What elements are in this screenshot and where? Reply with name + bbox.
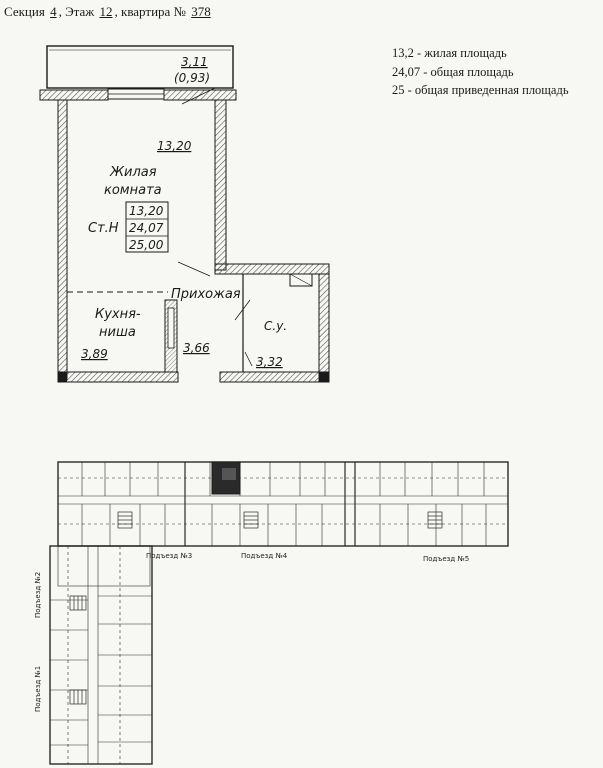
room-name-line1: Жилая: [109, 165, 157, 180]
building-floorplan: [49, 461, 509, 765]
legend-total: 24,07 - общая площадь: [392, 64, 514, 79]
right-wall-room: [214, 99, 227, 271]
entrance-4-label: Подъезд №4: [241, 552, 288, 560]
stn-label: Ст.Н: [88, 221, 119, 236]
floor-value: 12: [99, 4, 113, 19]
entrance-5-label: Подъезд №5: [423, 555, 469, 563]
hall-name: Прихожая: [171, 287, 241, 302]
section-value: 4: [50, 4, 57, 19]
kitchen-line1: Кухня-: [95, 307, 141, 322]
wc-area: 3,32: [256, 355, 283, 369]
kitchen-line2: ниша: [99, 325, 136, 340]
apartment-value: 378: [191, 4, 211, 19]
stn-total: 24,07: [129, 221, 164, 235]
entrance-labels: Подъезд №3 Подъезд №4 Подъезд №5 Подъезд…: [34, 552, 469, 712]
section-label: Секция: [4, 4, 45, 19]
legend-living: 13,2 - жилая площадь: [392, 46, 507, 60]
legend-reduced: 25 - общая приведенная площадь: [392, 83, 569, 97]
balcony-reduced: (0,93): [174, 71, 210, 85]
bath-right-wall: [318, 273, 330, 383]
kitchen-area: 3,89: [81, 347, 108, 361]
bottom-wall-right: [219, 371, 330, 383]
entrance-2-label: Подъезд №2: [34, 572, 42, 618]
stn-box: [125, 201, 169, 253]
entrance-3-label: Подъезд №3: [146, 552, 192, 560]
room-name-line2: комната: [104, 183, 162, 198]
stair-cores: [69, 511, 443, 705]
apartment-plan: [39, 45, 330, 383]
apartment-header: Секция 4, Этаж 12, квартира № 378: [4, 4, 211, 19]
apartment-label: квартира №: [121, 4, 186, 19]
stn-living: 13,20: [129, 204, 164, 218]
entrance-1-label: Подъезд №1: [34, 666, 42, 712]
stn-reduced: 25,00: [129, 238, 164, 252]
left-wall: [57, 99, 68, 381]
bath-top-wall: [214, 263, 330, 275]
room-area: 13,20: [157, 139, 192, 153]
top-wall-left: [39, 89, 109, 101]
balcony-outline: [46, 45, 234, 89]
hall-area: 3,66: [183, 341, 210, 355]
bottom-wall-left: [57, 371, 179, 383]
floor-label: Этаж: [65, 4, 95, 19]
area-legend: 13,2 - жилая площадь 24,07 - общая площа…: [392, 44, 569, 100]
wc-name: С.у.: [264, 319, 287, 333]
balcony-area: 3,11: [181, 55, 208, 69]
plan-labels: 3,11 (0,93) 13,20 Жилая комната Ст.Н 13,…: [81, 55, 287, 369]
